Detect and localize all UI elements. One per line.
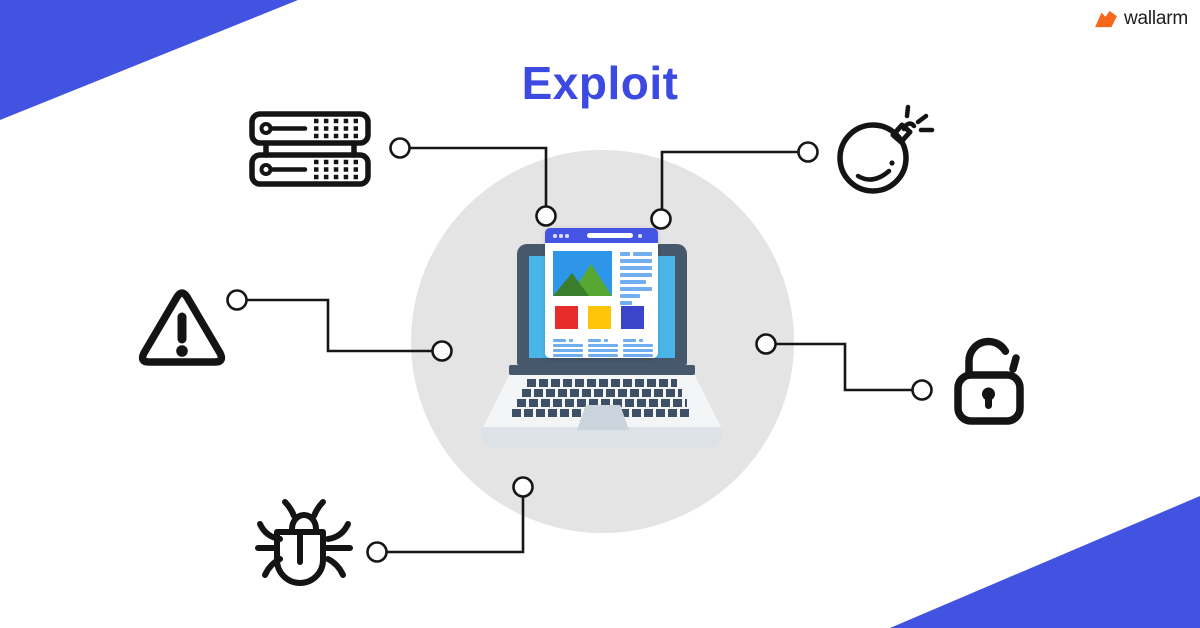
webpage-image-placeholder	[553, 251, 612, 296]
server-rack-icon	[249, 111, 371, 187]
connector-bug	[387, 497, 525, 554]
brand-logo: wallarm	[1093, 8, 1188, 30]
connector-lock	[776, 342, 912, 392]
page-title: Exploit	[521, 57, 679, 109]
browser-dot	[565, 234, 569, 238]
blue-tile	[621, 306, 644, 329]
browser-address-bar	[587, 233, 633, 238]
connector-warning	[247, 298, 432, 353]
laptop-trackpad	[577, 405, 629, 430]
wallarm-mark-icon	[1095, 10, 1117, 28]
browser-title-bar	[545, 228, 658, 243]
keyboard-row	[517, 399, 687, 407]
browser-window	[545, 228, 658, 358]
connector-server	[409, 146, 548, 206]
connector-nodes	[226, 137, 933, 563]
red-tile	[555, 306, 578, 329]
browser-dot	[638, 234, 642, 238]
browser-dot	[559, 234, 563, 238]
laptop-hinge	[509, 365, 695, 375]
unlocked-padlock-icon	[954, 337, 1024, 425]
keyboard-row	[522, 389, 682, 397]
keyboard-row	[527, 379, 677, 387]
mountains-icon	[553, 264, 612, 296]
browser-dot	[553, 234, 557, 238]
bug-icon	[255, 499, 353, 586]
connector-bomb	[660, 150, 798, 209]
yellow-tile	[588, 306, 611, 329]
warning-triangle-icon	[138, 289, 226, 366]
brand-name: wallarm	[1123, 8, 1188, 29]
bomb-icon	[837, 104, 935, 194]
laptop-base-lip	[481, 427, 723, 448]
